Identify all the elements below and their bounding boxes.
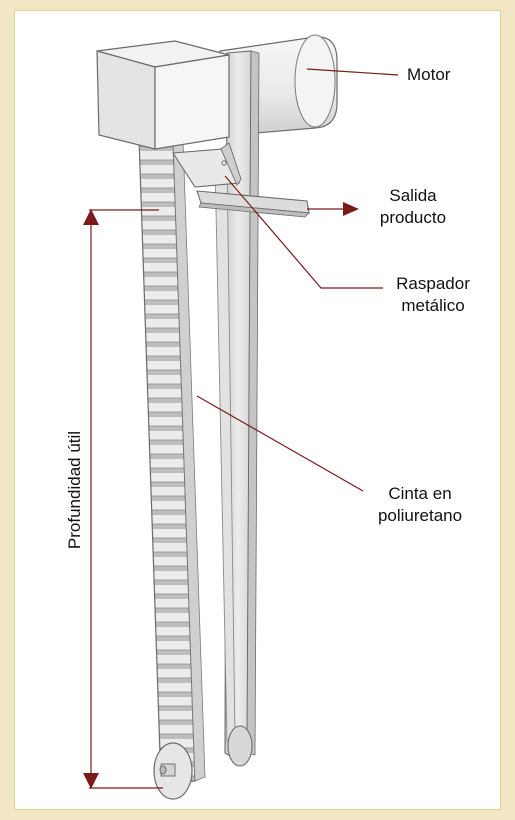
- depth-arrow-up-icon: [83, 209, 99, 225]
- leader-cinta: [196, 395, 364, 492]
- label-motor: Motor: [407, 65, 451, 84]
- label-raspador-metalico: Raspador metálico: [383, 273, 483, 317]
- leader-motor: [306, 68, 399, 76]
- elevator-drawing: [83, 34, 399, 800]
- label-cinta-line2: poliuretano: [377, 506, 463, 525]
- label-salida-line2: producto: [379, 208, 447, 227]
- leader-raspador: [224, 175, 383, 289]
- bottom-pulley-drawing: [153, 725, 253, 800]
- scraper-drawing: [172, 142, 242, 188]
- salida-arrow-icon: [343, 202, 359, 216]
- label-cinta-poliuretano: Cinta en poliuretano: [365, 483, 475, 527]
- depth-arrow-down-icon: [83, 773, 99, 789]
- arrow-heads: [83, 202, 359, 789]
- label-raspador-line2: metálico: [401, 296, 465, 315]
- gearbox-drawing: [96, 40, 230, 150]
- label-cinta-line1: Cinta en: [388, 484, 452, 503]
- belt-drawing: [138, 138, 206, 784]
- annotation-lines: [89, 68, 399, 789]
- label-raspador-line1: Raspador: [396, 274, 470, 293]
- label-salida-producto: Salida producto: [363, 185, 463, 229]
- label-salida-line1: Salida: [389, 186, 437, 205]
- diagram-frame: Motor Salida producto Raspador metálico …: [14, 10, 501, 810]
- label-profundidad-util: Profundidad útil: [65, 430, 84, 550]
